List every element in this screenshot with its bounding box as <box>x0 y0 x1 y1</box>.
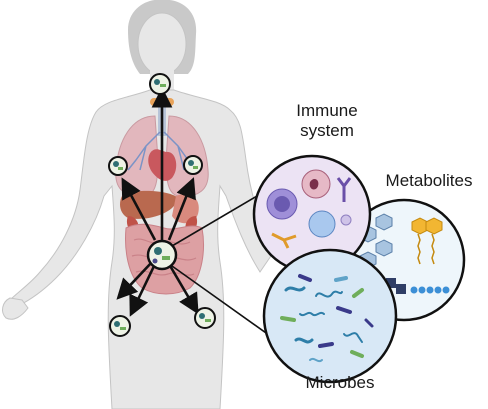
microbe-icons <box>108 73 216 337</box>
lipid-icon <box>411 217 443 265</box>
left-hand <box>2 297 29 320</box>
immune-system-label-line1: Immune <box>296 101 358 120</box>
arrows <box>116 86 199 317</box>
arrow-to-right-leg <box>167 263 199 315</box>
microbe-icon-left-leg <box>109 315 131 337</box>
beads-icon <box>386 278 450 294</box>
immune-system-label-line2: system <box>300 121 354 140</box>
antibody-icon-purple <box>336 177 352 202</box>
microbes-label: Microbes <box>305 373 375 392</box>
immune-system-circle <box>252 154 372 274</box>
cell-icon-pink <box>301 169 331 199</box>
arrow-to-right-chest <box>167 177 196 241</box>
microbe-icon-gut <box>146 239 178 271</box>
right-lung <box>165 115 209 197</box>
cell-icon-blue <box>308 210 336 238</box>
cell-icon-purple <box>266 188 298 220</box>
bacteria-icons <box>280 274 374 363</box>
arrow-to-left-thigh <box>116 261 153 300</box>
arrow-to-left-chest <box>121 177 157 241</box>
arrow-to-left-leg <box>129 263 157 317</box>
microbe-icon-left-chest <box>108 156 128 176</box>
immune-system-label: Immune system <box>272 101 382 141</box>
cell-icon-small <box>340 214 352 226</box>
bronchi-left <box>127 131 161 171</box>
antibody-icon-orange <box>271 232 297 249</box>
metabolites-label: Metabolites <box>385 171 473 190</box>
microbes-circle <box>262 248 398 384</box>
microbe-icon-right-chest <box>183 155 203 175</box>
head <box>137 12 187 76</box>
microbe-icon-throat <box>149 73 171 95</box>
microbe-icon-right-leg <box>194 307 216 329</box>
